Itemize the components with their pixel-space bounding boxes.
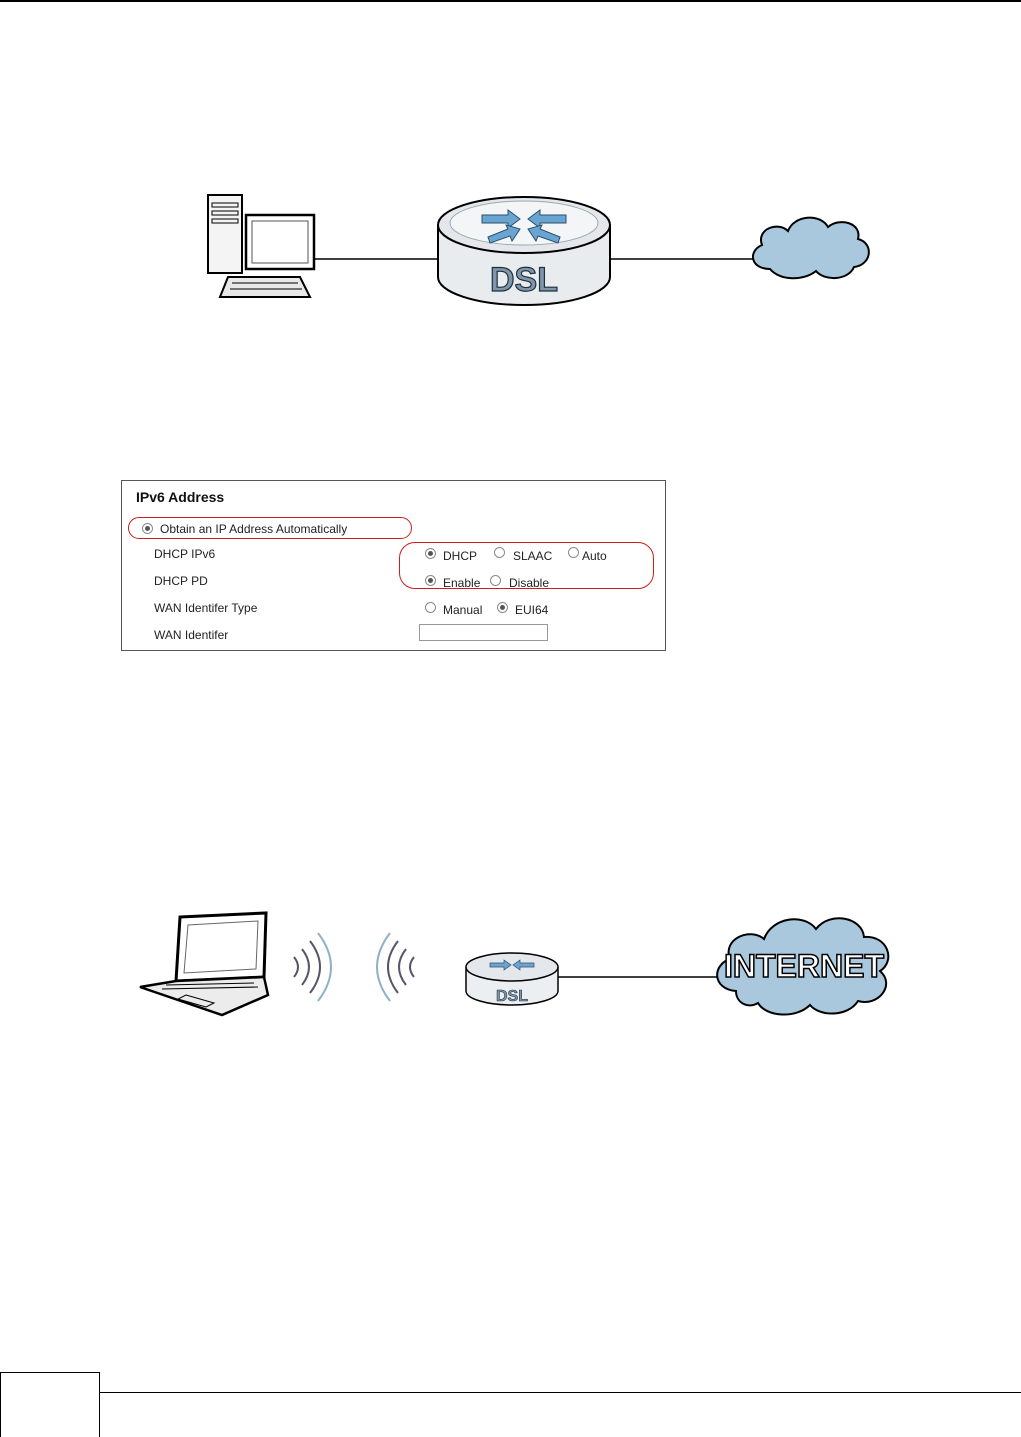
wan-id-type-eui64-radio[interactable] — [497, 602, 508, 613]
router-label-dsl: DSL — [490, 261, 558, 299]
dhcp-ipv6-label: DHCP IPv6 — [154, 547, 215, 561]
dhcp-pd-label: DHCP PD — [154, 574, 208, 588]
wan-identifier-input[interactable] — [419, 624, 548, 641]
wan-identifier-label: WAN Identifer — [154, 628, 228, 642]
laptop-icon — [140, 913, 268, 1015]
network-diagram-wired: DSL — [190, 185, 880, 310]
ipv6-address-panel: IPv6 Address Obtain an IP Address Automa… — [121, 480, 666, 651]
dsl-router-small-icon: DSL — [466, 953, 558, 1005]
cloud-icon — [753, 218, 869, 279]
desktop-computer-icon — [208, 195, 314, 297]
highlight-dhcp-options — [399, 542, 654, 589]
internet-cloud-icon: INTERNET — [717, 918, 888, 1014]
wan-id-type-manual-label: Manual — [443, 603, 482, 617]
wan-id-type-eui64-label: EUI64 — [515, 603, 548, 617]
network-diagram-wireless: DSL INTERNET — [136, 905, 896, 1025]
dsl-router-icon: DSL — [438, 197, 610, 305]
wireless-signal-in-icon — [377, 933, 414, 1001]
wireless-signal-out-icon — [294, 933, 331, 1001]
page-number-box — [0, 1372, 100, 1437]
internet-label: INTERNET — [724, 948, 884, 984]
panel-title: IPv6 Address — [136, 489, 224, 505]
wan-identifier-type-label: WAN Identifer Type — [154, 601, 257, 615]
wan-id-type-manual-radio[interactable] — [425, 602, 436, 613]
footer-rule — [100, 1392, 1021, 1393]
highlight-obtain-auto — [128, 517, 412, 539]
page-top-rule — [0, 0, 1021, 2]
router-small-label-dsl: DSL — [496, 988, 528, 1005]
